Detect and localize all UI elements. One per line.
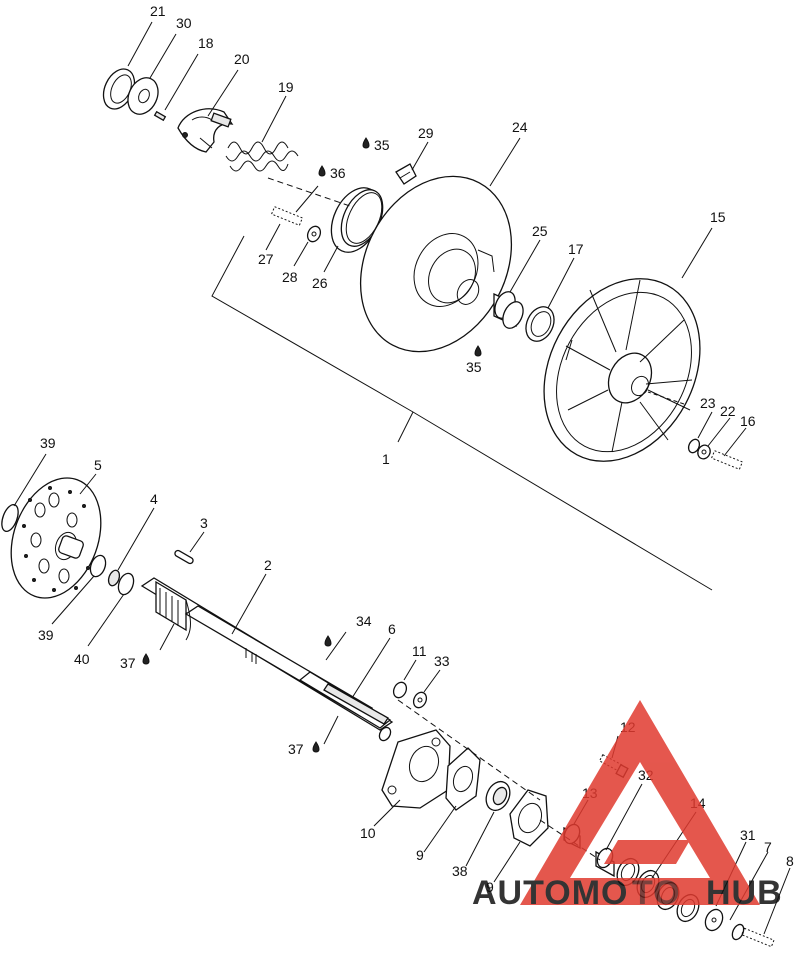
callout-26: 26 (312, 275, 328, 291)
drop-icon (318, 165, 326, 177)
callout-29: 29 (418, 125, 434, 141)
callout-37-left: 37 (120, 655, 136, 671)
part-23-washer (687, 438, 701, 454)
callout-3: 3 (200, 515, 208, 531)
callout-1: 1 (382, 451, 390, 467)
part-10-plate (381, 729, 451, 809)
part-33-washer (412, 691, 428, 709)
part-3-key (174, 549, 194, 565)
callout-19: 19 (278, 79, 294, 95)
callout-9-right: 9 (486, 879, 494, 895)
watermark-text-b: TO (632, 874, 681, 912)
part-16-screw (710, 450, 744, 470)
part-5-brake-disc (10, 477, 102, 599)
callout-15: 15 (710, 209, 726, 225)
part-9-flange-right (509, 789, 549, 847)
callout-6: 6 (388, 621, 396, 637)
callout-11: 11 (412, 643, 427, 659)
callout-25: 25 (532, 223, 548, 239)
drop-icon (474, 345, 482, 357)
callout-4: 4 (150, 491, 158, 507)
watermark-logo: AUTOMO TO HUB (472, 700, 783, 912)
part-27-threaded-pin (270, 206, 304, 226)
callout-34: 34 (356, 613, 372, 629)
part-29-clip (395, 163, 417, 185)
drop-icon (312, 741, 320, 753)
drop-icon (142, 653, 150, 665)
part-17-ring (525, 306, 555, 342)
callout-31: 31 (740, 827, 756, 843)
callout-33: 33 (434, 653, 450, 669)
callout-28: 28 (282, 269, 298, 285)
callout-22: 22 (720, 403, 736, 419)
part-19-spring (225, 141, 299, 172)
part-30-washer (127, 77, 159, 115)
callout-24: 24 (512, 119, 528, 135)
oil-drops (142, 137, 482, 753)
part-22-nut (697, 444, 711, 460)
callout-2: 2 (264, 557, 272, 573)
watermark-text-a: AUTOMO (472, 874, 628, 912)
part-8-bolt (731, 923, 775, 948)
part-15-movable-sheave (543, 278, 701, 462)
callout-37-right: 37 (288, 741, 304, 757)
callout-35-bottom: 35 (466, 359, 482, 375)
part-9-flange-left (445, 747, 481, 811)
part-28-washer (306, 225, 322, 243)
part-11-nut (392, 681, 408, 699)
callout-8: 8 (786, 853, 794, 869)
callout-21: 21 (150, 3, 166, 19)
part-18-pin (153, 110, 167, 122)
leader-lines-upper (127, 21, 747, 457)
callout-40: 40 (74, 651, 90, 667)
callout-39-top: 39 (40, 435, 56, 451)
part-31-washer (704, 908, 724, 932)
part-24-sheave (359, 175, 513, 353)
part-4-seal (107, 569, 121, 587)
callout-27: 27 (258, 251, 274, 267)
callout-10: 10 (360, 825, 376, 841)
drop-icon (362, 137, 370, 149)
callout-35-top: 35 (374, 137, 390, 153)
callout-5: 5 (94, 457, 102, 473)
callout-18: 18 (198, 35, 214, 51)
callout-17: 17 (568, 241, 584, 257)
part-6-key (323, 683, 389, 725)
watermark-text-c: HUB (706, 874, 783, 912)
part-2-shaft (140, 577, 394, 742)
callout-39-bottom: 39 (38, 627, 54, 643)
upper-assembly (102, 21, 747, 591)
callout-7: 7 (764, 839, 772, 855)
callout-38: 38 (452, 863, 468, 879)
callout-36: 36 (330, 165, 346, 181)
drop-icon (324, 635, 332, 647)
bracket-line-1 (211, 235, 713, 591)
callout-23: 23 (700, 395, 716, 411)
part-20-cam (177, 108, 234, 153)
lower-assembly (1, 453, 791, 948)
callout-30: 30 (176, 15, 192, 31)
callout-20: 20 (234, 51, 250, 67)
part-38-bearing (485, 780, 511, 812)
part-40-o-ring (117, 572, 135, 596)
leader-1 (397, 411, 414, 443)
callout-9-left: 9 (416, 847, 424, 863)
part-25-bushing (493, 291, 524, 329)
callout-16: 16 (740, 413, 756, 429)
